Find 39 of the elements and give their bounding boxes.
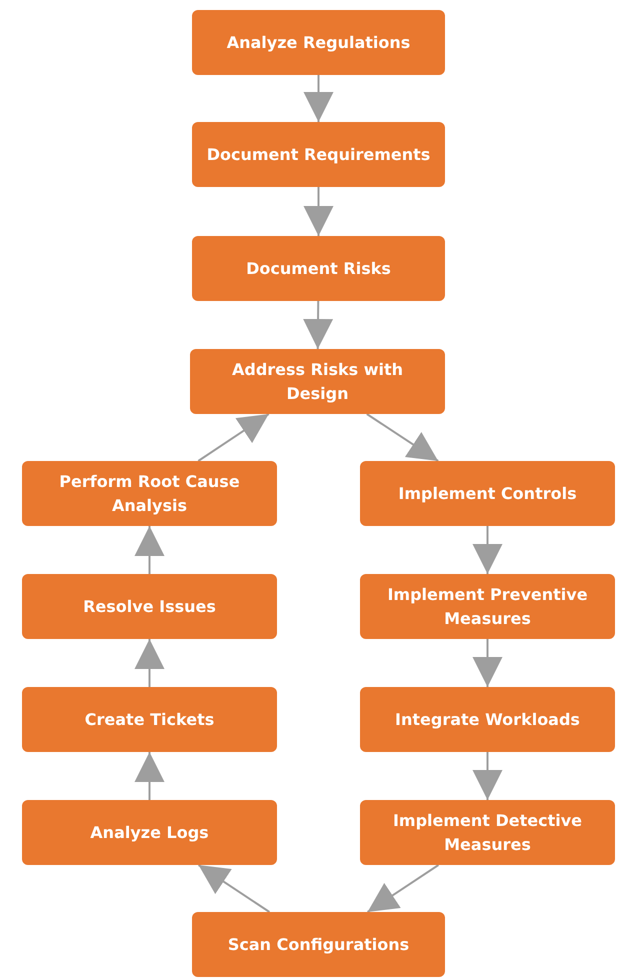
step-label: Integrate Workloads: [395, 708, 580, 731]
process-box: [192, 912, 445, 977]
step-label: Implement Detective Measures: [392, 810, 584, 856]
arrow: [472, 752, 502, 800]
process-box: [360, 574, 615, 639]
process-box: [190, 349, 445, 414]
step-label: Scan Configurations: [228, 934, 410, 956]
process-box: [22, 574, 277, 639]
step-label: Perform Root Cause Analysis: [58, 471, 241, 516]
process-box: [360, 461, 615, 526]
step-label: Document Risks: [246, 258, 391, 280]
arrow: [198, 413, 270, 462]
arrow: [472, 639, 502, 687]
arrow: [366, 413, 439, 462]
arrow: [134, 639, 164, 687]
process-box: [22, 800, 277, 865]
step-label: Implement Controls: [398, 482, 577, 505]
step-label: Resolve Issues: [83, 596, 216, 618]
step-label: Document Requirements: [206, 144, 430, 166]
step-label: Analyze Regulations: [226, 32, 410, 54]
process-box: [22, 461, 277, 526]
arrow: [134, 526, 164, 574]
arrow: [134, 752, 164, 800]
step-label: Create Tickets: [84, 708, 214, 731]
process-box: [192, 122, 445, 187]
arrow: [303, 301, 334, 349]
process-box: [22, 687, 277, 752]
arrow: [366, 864, 440, 913]
step-label: Address Risks with Design: [230, 359, 404, 404]
step-label: Implement Preventive Measures: [386, 584, 589, 630]
arrow: [304, 187, 334, 236]
process-box: [192, 236, 445, 301]
process-box: [192, 10, 445, 75]
arrow: [198, 864, 270, 913]
process-box: [360, 800, 615, 865]
arrow: [472, 526, 502, 574]
arrow: [304, 75, 334, 122]
step-label: Analyze Logs: [90, 822, 209, 844]
process-box: [360, 687, 615, 752]
